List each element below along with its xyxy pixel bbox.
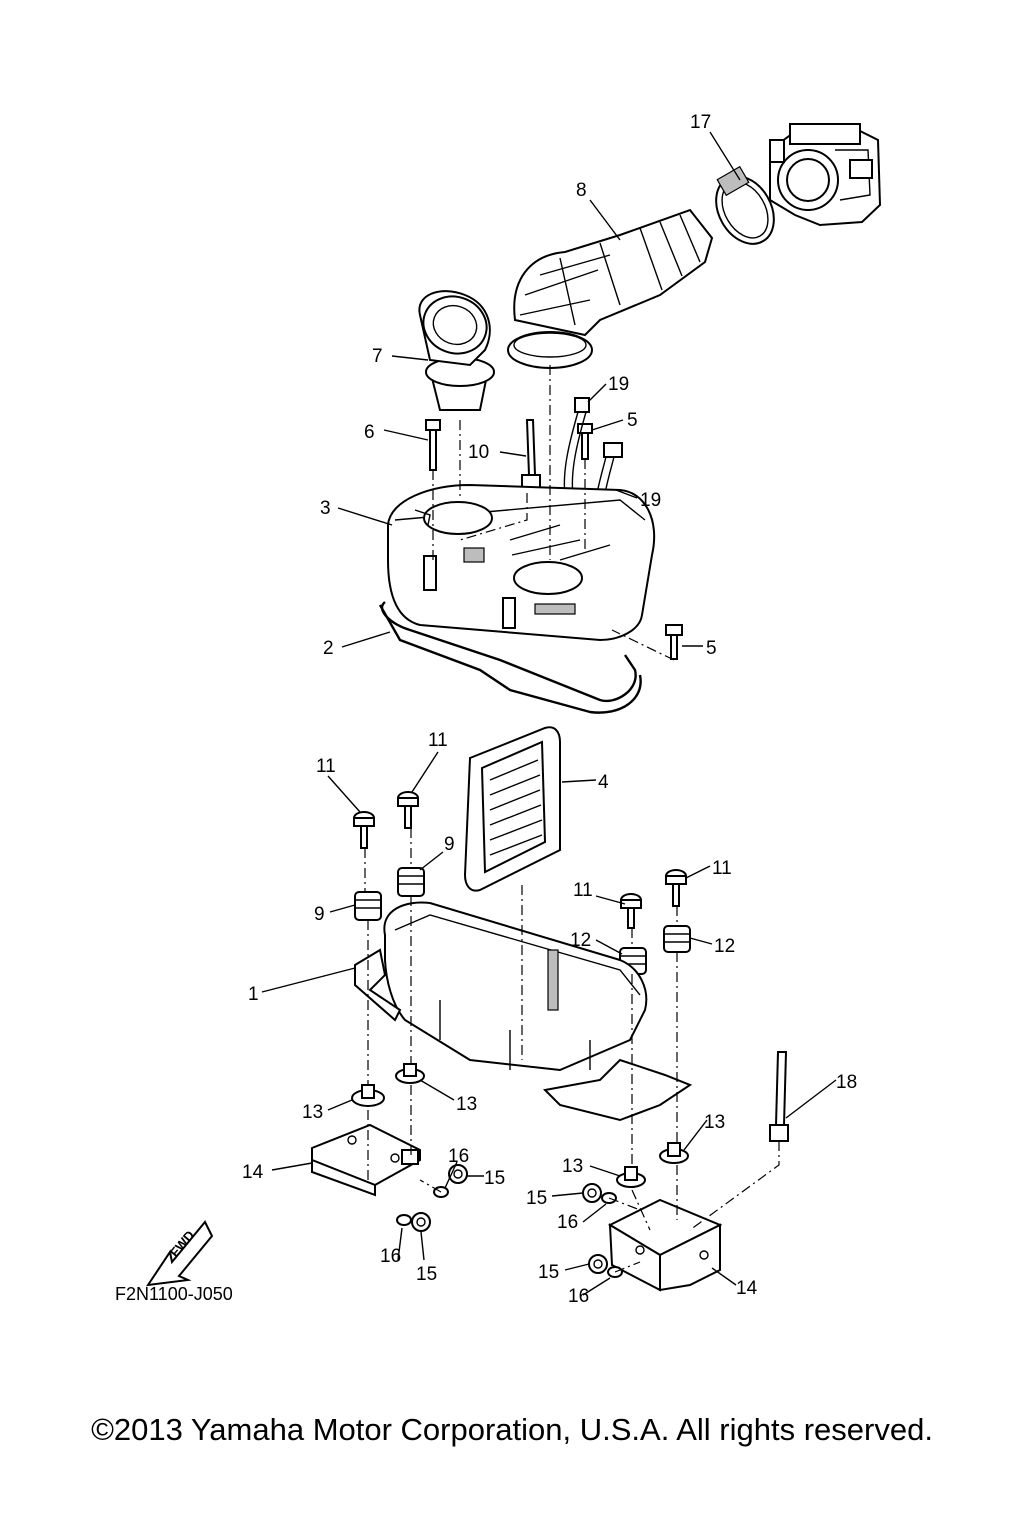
bolt-11-c [620, 893, 642, 929]
exploded-parts-diagram: 17 8 7 19 5 6 10 19 3 2 5 11 11 4 9 9 11… [115, 112, 882, 1307]
callout-16-b: 16 [557, 1212, 578, 1233]
nut-15-c [582, 1183, 602, 1203]
bolt-6 [425, 419, 441, 471]
callout-10: 10 [468, 442, 489, 463]
callout-15-a: 15 [484, 1168, 505, 1189]
callout-12-b: 12 [714, 936, 735, 957]
callout-11-b: 11 [428, 730, 448, 751]
callout-5-b: 5 [706, 638, 717, 659]
callout-11-c: 11 [573, 880, 593, 901]
band-18 [769, 1051, 789, 1142]
callout-14-b: 14 [736, 1278, 758, 1299]
callout-labels: 17 8 7 19 5 6 10 19 3 2 5 11 11 4 9 9 11… [242, 112, 857, 1307]
callout-13-d: 13 [562, 1156, 583, 1177]
callout-18: 18 [836, 1072, 857, 1093]
copyright-notice: ©2013 Yamaha Motor Corporation, U.S.A. A… [91, 1412, 933, 1447]
bracket-14-right [607, 1198, 723, 1292]
air-filter-cover-3 [387, 483, 656, 642]
damper-13-b [395, 1063, 425, 1084]
callout-13-b: 13 [456, 1094, 477, 1115]
callout-19-a: 19 [608, 374, 629, 395]
callout-9-a: 9 [444, 834, 455, 855]
grommet-9-b [397, 867, 425, 897]
callout-5-a: 5 [627, 410, 638, 431]
callout-3: 3 [320, 498, 331, 519]
callout-9-b: 9 [314, 904, 325, 925]
gasket-2 [378, 601, 642, 714]
damper-13-a [351, 1084, 385, 1107]
callout-15-c: 15 [416, 1264, 437, 1285]
assembly-lines [364, 365, 780, 1273]
callout-14-a: 14 [242, 1162, 264, 1183]
bolt-11-b [397, 791, 419, 829]
callout-11-a: 11 [316, 756, 336, 777]
callout-16-a: 16 [448, 1146, 469, 1167]
bolt-5-upper [577, 423, 593, 460]
callout-16-d: 16 [568, 1286, 589, 1307]
damper-13-d [616, 1166, 646, 1188]
callout-13-a: 13 [302, 1102, 323, 1123]
leader-lines [261, 131, 837, 1296]
callout-6: 6 [364, 422, 375, 443]
joint-7 [418, 290, 495, 411]
nut-15-d [588, 1254, 608, 1274]
element-4 [463, 726, 561, 892]
damper-13-c [659, 1142, 689, 1164]
hose-clamp-17 [715, 165, 775, 245]
callout-8: 8 [576, 180, 587, 201]
grommet-12-b [663, 925, 691, 953]
fwd-arrow-icon: FWD [145, 1220, 214, 1287]
bracket-14-left [311, 1123, 421, 1197]
bolt-11-a [353, 811, 375, 849]
callout-17: 17 [690, 112, 711, 133]
callout-19-b: 19 [640, 490, 661, 511]
washer-16-b [396, 1214, 412, 1226]
intake-duct-8 [507, 208, 714, 369]
callout-1: 1 [248, 984, 259, 1005]
grommet-9-a [354, 891, 382, 921]
throttle-body [769, 123, 882, 227]
callout-2: 2 [323, 638, 334, 659]
air-filter-case-1 [354, 901, 693, 1122]
callout-16-c: 16 [380, 1246, 401, 1267]
bolt-5-lower [665, 624, 683, 660]
callout-4: 4 [598, 772, 609, 793]
callout-11-d: 11 [712, 858, 732, 879]
drawing-code: F2N1100-J050 [115, 1284, 233, 1304]
bolt-11-d [665, 869, 687, 907]
callout-15-d: 15 [538, 1262, 559, 1283]
callout-12-a: 12 [570, 930, 591, 951]
callout-13-c: 13 [704, 1112, 725, 1133]
nut-15-b [411, 1212, 431, 1232]
callout-7: 7 [372, 346, 383, 367]
callout-15-b: 15 [526, 1188, 547, 1209]
